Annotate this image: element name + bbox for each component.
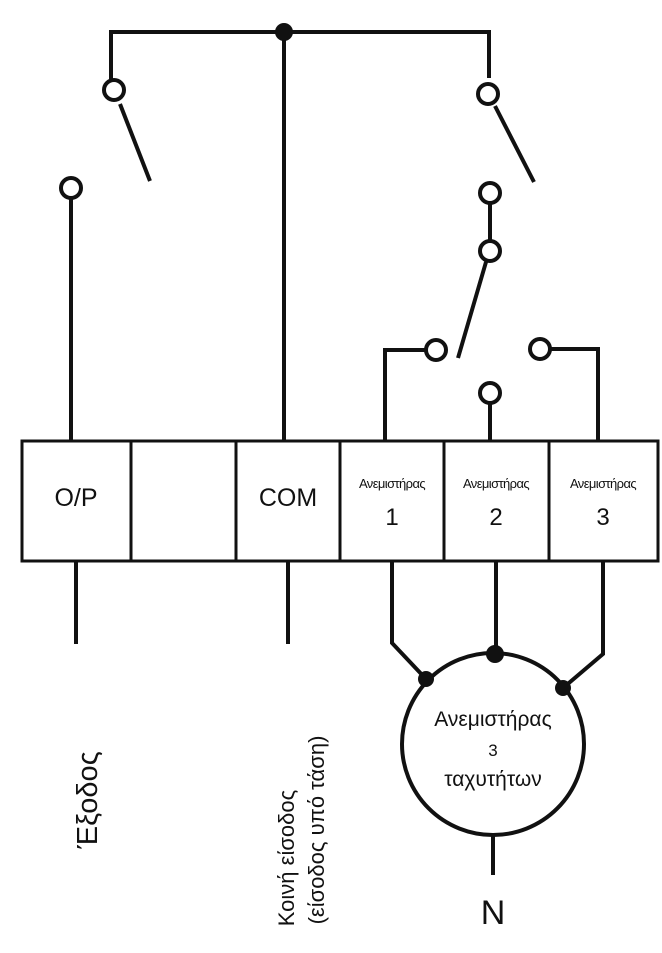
fan3-connection-dot [555,680,571,696]
top-bus-wire [109,30,491,90]
terminal-fan1-label: Ανεμιστήρας [359,476,425,491]
fan-motor-label-line1: Ανεμιστήρας [434,708,551,731]
op-switch-output-contact [59,176,83,200]
fan-motor-label-line2: 3 [488,741,497,760]
fan2-connection-dot [486,645,504,663]
common-input-caption-line2: (είσοδος υπό τάση) [304,736,329,925]
terminal-blank [129,439,238,563]
op-switch-pivot-contact [102,78,126,102]
common-input-caption-line1: Κοινή είσοδος [274,790,299,926]
terminal-fan2-label: Ανεμιστήρας [463,476,529,491]
fan1-connection-dot [418,671,434,687]
fan-switch-blade [493,105,536,183]
speed-switch-pivot-contact [478,239,502,263]
fan1-lead [390,561,428,681]
terminal-fan2 [442,439,551,563]
fan-switch-output-contact [478,181,502,205]
op-switch-blade [118,103,152,182]
terminal-fan3-label: Ανεμιστήρας [570,476,636,491]
speed2-contact [478,381,502,405]
neutral-label: N [481,894,506,932]
speed3-wire [550,347,600,441]
fan-motor-label-line3: ταχυτήτων [444,768,542,791]
terminal-fan1 [338,439,446,563]
speed1-contact [424,338,448,362]
speed-switch-blade [456,261,488,359]
fan3-lead [561,561,605,690]
fan-switch-pivot-contact [476,82,500,106]
terminal-op-label: O/P [54,484,97,512]
terminal-fan2-number: 2 [489,504,502,531]
terminal-com-label: COM [259,484,317,512]
speed3-contact [528,337,552,361]
speed1-wire [383,348,426,441]
terminal-fan3 [547,439,660,563]
output-caption: Έξοδος [72,751,104,849]
terminal-block [20,439,660,563]
terminal-fan3-number: 3 [596,504,609,531]
terminal-fan1-number: 1 [385,504,398,531]
